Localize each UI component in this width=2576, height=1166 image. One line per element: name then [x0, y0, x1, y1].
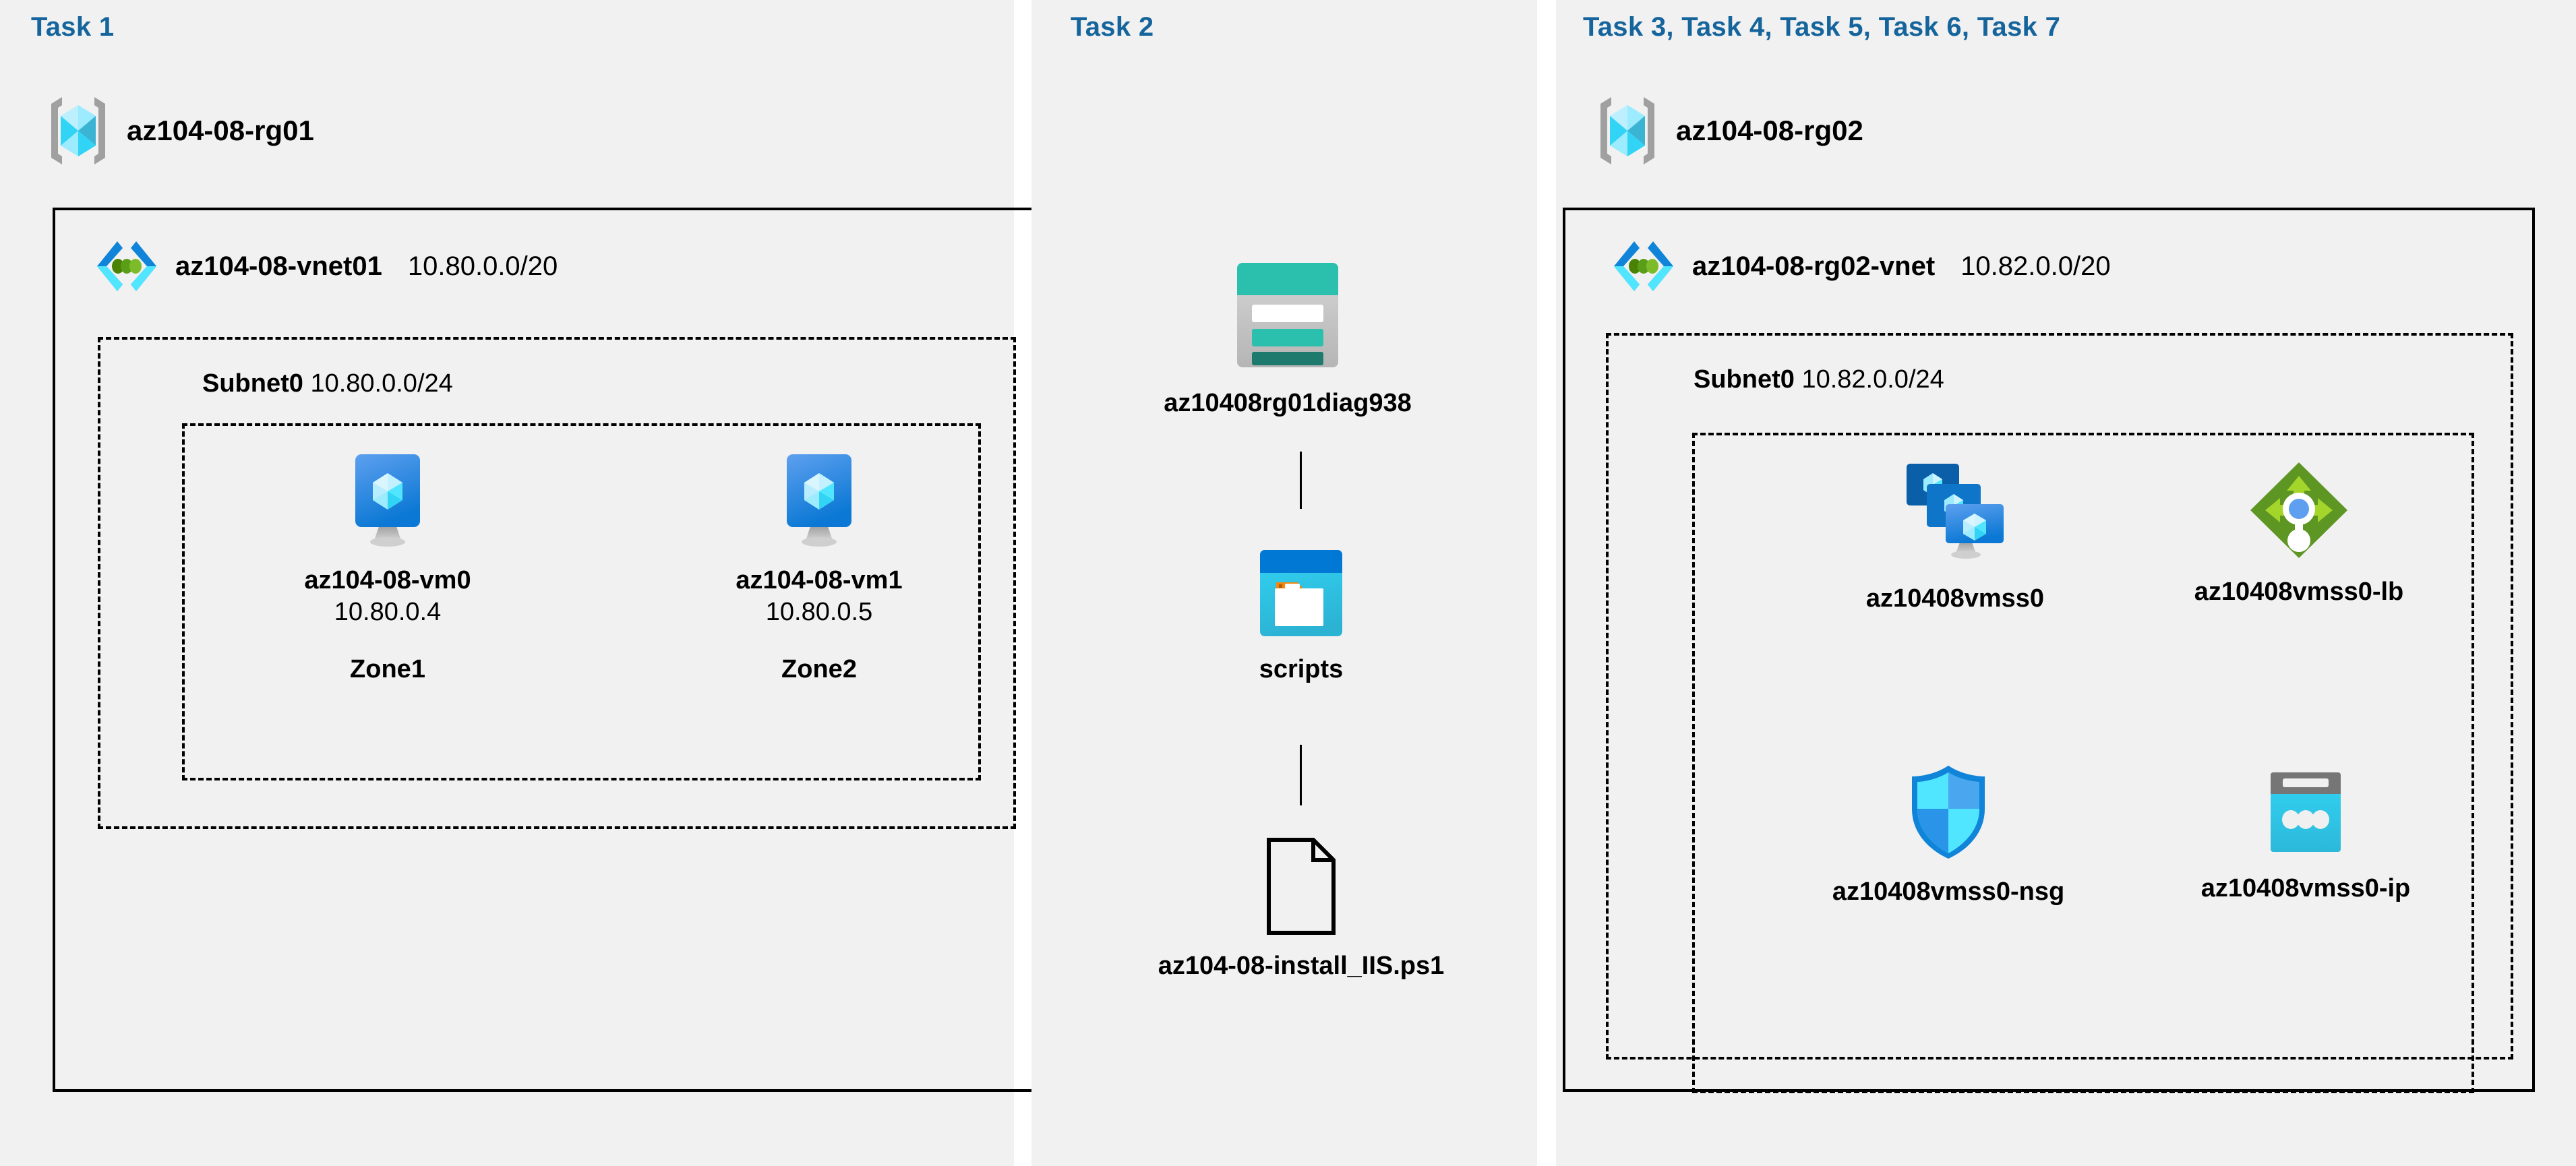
virtual-machine-icon: [340, 450, 435, 551]
resource-group-icon: [47, 94, 109, 167]
task3to7-subnet0-boundary: [1606, 333, 2513, 1060]
task3to7-subnet0-label: Subnet0 10.82.0.0/24: [1694, 365, 1944, 394]
node-vm0[interactable]: az104-08-vm0 10.80.0.4 Zone1: [270, 450, 506, 684]
rg02-vnet-name: az104-08-rg02-vnet: [1692, 251, 1936, 281]
node-vmss0[interactable]: az10408vmss0: [1814, 458, 2097, 613]
load-balancer-icon: [2245, 458, 2353, 563]
task1-vm-group-boundary: [182, 423, 981, 780]
task1-subnet0-cidr: 10.80.0.0/24: [310, 369, 453, 398]
node-script-file[interactable]: az104-08-install_IIS.ps1: [1106, 836, 1497, 981]
task1-subnet0-label: Subnet0 10.80.0.0/24: [202, 369, 453, 398]
node-public-ip[interactable]: az10408vmss0-ip: [2157, 768, 2454, 903]
resource-group-icon: [1596, 94, 1658, 167]
file-icon: [1261, 836, 1342, 937]
network-security-group-icon: [1901, 762, 1996, 863]
vm-scale-set-icon: [1894, 458, 2016, 570]
virtual-machine-icon: [772, 450, 866, 551]
task3to7-heading: Task 3, Task 4, Task 5, Task 6, Task 7: [1583, 12, 2061, 42]
resource-group-rg02: az104-08-rg02: [1596, 94, 1863, 167]
connector-storage-to-container: [1300, 452, 1302, 509]
task2-heading: Task 2: [1071, 12, 1154, 42]
node-vm0-name: az104-08-vm0: [304, 566, 471, 594]
task3to7-subnet0-name: Subnet0: [1694, 365, 1795, 394]
storage-account-icon: [1224, 256, 1352, 374]
node-load-balancer[interactable]: az10408vmss0-lb: [2144, 458, 2454, 607]
node-vm0-ip: 10.80.0.4: [334, 598, 442, 626]
virtual-network-icon: [94, 237, 159, 295]
vnet01-name: az104-08-vnet01: [175, 251, 382, 281]
task1-panel: [0, 0, 1014, 1166]
task3to7-subnet0-cidr: 10.82.0.0/24: [1801, 365, 1944, 394]
node-vm1[interactable]: az104-08-vm1 10.80.0.5 Zone2: [701, 450, 937, 684]
node-storage-account[interactable]: az10408rg01diag938: [1160, 256, 1416, 418]
node-storage-account-name: az10408rg01diag938: [1164, 389, 1412, 417]
vnet01-header: az104-08-vnet01 10.80.0.0/20: [94, 237, 558, 295]
task3to7-panel: [1556, 0, 2576, 1166]
node-public-ip-name: az10408vmss0-ip: [2200, 874, 2411, 902]
task3to7-resource-group-boundary: [1692, 433, 2474, 1093]
node-vm1-name: az104-08-vm1: [736, 566, 903, 594]
task1-subnet0-name: Subnet0: [202, 369, 303, 398]
task1-subnet0-boundary: [98, 337, 1016, 829]
connector-container-to-file: [1300, 745, 1302, 805]
task1-heading: Task 1: [31, 12, 115, 42]
vnet01-cidr: 10.80.0.0/20: [407, 251, 558, 281]
node-vm0-zone: Zone1: [350, 655, 425, 683]
node-vm1-zone: Zone2: [781, 655, 857, 683]
public-ip-address-icon: [2258, 768, 2353, 859]
node-vm1-ip: 10.80.0.5: [765, 598, 873, 626]
node-vmss0-name: az10408vmss0: [1865, 584, 2045, 613]
node-script-file-name: az104-08-install_IIS.ps1: [1158, 952, 1445, 980]
resource-group-rg01-label: az104-08-rg01: [127, 115, 314, 146]
rg02-vnet-header: az104-08-rg02-vnet 10.82.0.0/20: [1611, 237, 2111, 295]
rg02-vnet-cidr: 10.82.0.0/20: [1960, 251, 2111, 281]
resource-group-rg02-label: az104-08-rg02: [1676, 115, 1863, 146]
node-network-security-group[interactable]: az10408vmss0-nsg: [1780, 762, 2117, 907]
resource-group-rg01: az104-08-rg01: [47, 94, 314, 167]
virtual-network-icon: [1611, 237, 1676, 295]
node-network-security-group-name: az10408vmss0-nsg: [1832, 878, 2065, 906]
node-blob-container-name: scripts: [1259, 655, 1344, 683]
blob-container-icon: [1255, 546, 1348, 640]
node-blob-container[interactable]: scripts: [1214, 546, 1389, 684]
node-load-balancer-name: az10408vmss0-lb: [2194, 578, 2404, 606]
